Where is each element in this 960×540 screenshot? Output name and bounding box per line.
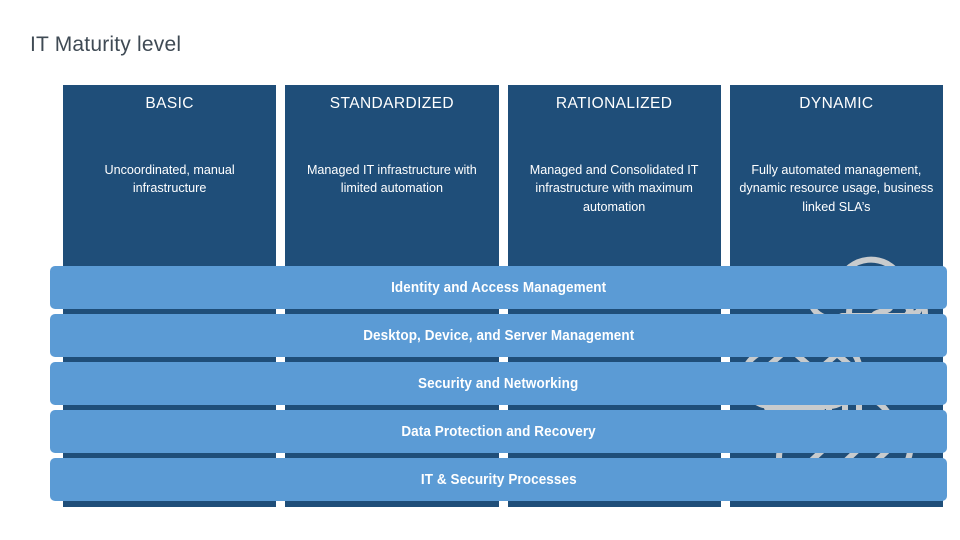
maturity-column-title: BASIC <box>145 95 194 112</box>
maturity-column-description: Managed and Consolidated IT infrastructu… <box>529 163 699 214</box>
maturity-column-title: STANDARDIZED <box>329 95 454 112</box>
maturity-column-description: Uncoordinated, manual infrastructure <box>104 163 235 196</box>
maturity-column-title: DYNAMIC <box>799 95 874 112</box>
capability-bar-label: Identity and Access Management <box>390 279 607 296</box>
maturity-column-description: Managed IT infrastructure with limited a… <box>306 163 477 196</box>
capability-bar-security-and-networking[interactable]: Security and Networking <box>50 362 947 405</box>
capability-bar-label: Desktop, Device, and Server Management <box>362 327 635 344</box>
capability-bar-desktop-device-and-server-management[interactable]: Desktop, Device, and Server Management <box>50 314 947 357</box>
capability-bar-label: Data Protection and Recovery <box>401 423 596 440</box>
page-title: IT Maturity level <box>30 33 182 56</box>
capability-bar-label: IT & Security Processes <box>420 471 577 488</box>
capability-bars-group: Identity and Access Management Desktop, … <box>50 266 947 501</box>
maturity-column-title: RATIONALIZED <box>555 95 673 112</box>
capability-bar-label: Security and Networking <box>418 375 579 392</box>
capability-bar-it-and-security-processes[interactable]: IT & Security Processes <box>50 458 947 501</box>
capability-bar-identity-and-access-management[interactable]: Identity and Access Management <box>50 266 947 309</box>
capability-bar-data-protection-and-recovery[interactable]: Data Protection and Recovery <box>50 410 947 453</box>
maturity-column-description: Fully automated management, dynamic reso… <box>739 163 934 214</box>
